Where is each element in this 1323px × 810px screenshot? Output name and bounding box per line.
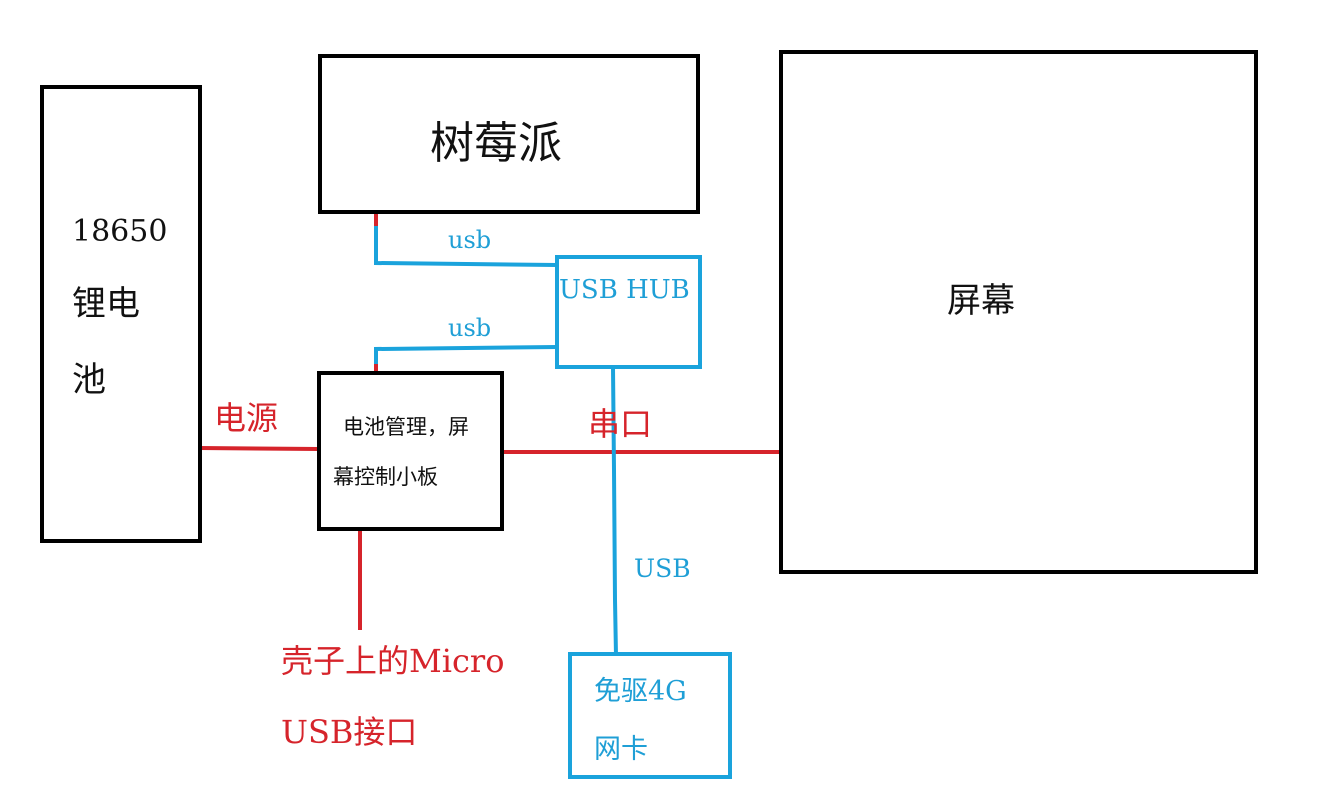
battery-block: 18650 锂电 池 xyxy=(40,85,202,543)
hub-to-modem-line xyxy=(611,366,618,657)
usb-hub-block: USB HUB xyxy=(555,255,702,369)
battery-label-line-3: 池 xyxy=(72,360,106,400)
pi-to-hub-label: usb xyxy=(448,226,492,254)
modem-block: 免驱4G 网卡 xyxy=(568,652,732,779)
raspberry-pi-block: 树莓派 xyxy=(318,54,700,214)
modem-label-line-1: 免驱4G xyxy=(594,676,687,707)
screen-block: 屏幕 xyxy=(779,50,1258,574)
serial-label: 串口 xyxy=(588,405,653,443)
control-board-label-line-2: 幕控制小板 xyxy=(333,465,438,489)
pi-to-hub-line xyxy=(374,226,558,267)
board-to-hub-label: usb xyxy=(448,314,492,342)
external-port-label-line-1: 壳子上的Micro xyxy=(281,642,505,680)
modem-label-line-2: 网卡 xyxy=(594,734,648,765)
board-to-hub-line xyxy=(374,345,558,364)
hub-to-modem-label: USB xyxy=(634,554,691,583)
control-board-label-line-1: 电池管理，屏 xyxy=(343,415,469,439)
battery-label-line-2: 锂电 xyxy=(72,284,140,324)
usb-hub-label: USB HUB xyxy=(559,275,690,305)
screen-label: 屏幕 xyxy=(947,281,1015,321)
control-board-block: 电池管理，屏 幕控制小板 xyxy=(317,371,504,531)
power-label: 电源 xyxy=(214,399,279,437)
battery-label-line-1: 18650 xyxy=(72,214,168,249)
raspberry-pi-label: 树莓派 xyxy=(430,118,562,169)
external-port-label-line-2: USB接口 xyxy=(281,713,418,751)
battery-to-board-line xyxy=(198,446,320,451)
